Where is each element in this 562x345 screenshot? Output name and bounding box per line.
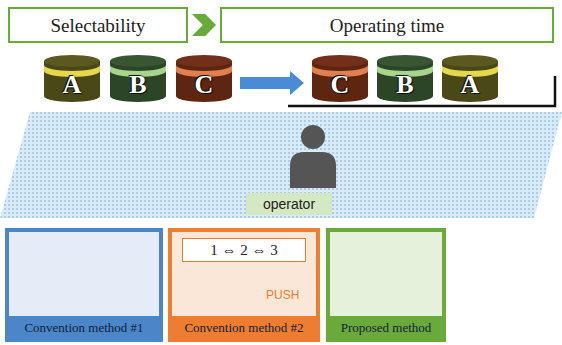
panel-title-band: Convention method #2 — [172, 316, 316, 338]
stage-box: Operating time — [220, 7, 554, 43]
cylinder-body — [377, 61, 433, 102]
cylinder-body — [110, 61, 166, 102]
cylinder-item: C — [310, 54, 370, 104]
push-label: PUSH — [266, 288, 299, 302]
sequence-box: 1 ⇔ 2 ⇔ 3 — [182, 238, 306, 262]
operator-head — [301, 125, 325, 149]
method-panel: Proposed method — [326, 228, 446, 342]
cylinder-body — [44, 61, 100, 102]
cylinder-top — [312, 55, 368, 67]
cylinder-letter: A — [63, 72, 82, 98]
cylinder-body — [442, 61, 498, 102]
cylinder-top — [44, 55, 100, 67]
cylinder-item: A — [440, 54, 500, 104]
cylinder-letter: C — [195, 72, 214, 98]
cylinder-top — [176, 55, 232, 67]
box-label: Operating time — [330, 16, 445, 35]
cylinder-letter: A — [461, 72, 480, 98]
operator-label-box: operator — [246, 193, 332, 215]
method-panel: Convention method #1 — [5, 228, 163, 342]
cylinder-body — [176, 61, 232, 102]
cylinder-top — [442, 55, 498, 67]
cylinder-letter: B — [396, 72, 413, 98]
box-label: Selectability — [51, 16, 146, 35]
cylinder-item: C — [174, 54, 234, 104]
cylinder-letter: C — [331, 72, 350, 98]
cylinder-item: B — [108, 54, 168, 104]
flow-chevron — [192, 14, 216, 36]
panel-title-band: Convention method #1 — [9, 316, 159, 338]
panel-title-band: Proposed method — [330, 316, 442, 338]
operator-body — [290, 152, 336, 188]
sequence-text: 1 ⇔ 2 ⇔ 3 — [210, 243, 278, 258]
cylinder-top — [110, 55, 166, 67]
cylinder-top — [377, 55, 433, 67]
stage-box: Selectability — [8, 7, 188, 43]
move-arrow — [240, 71, 304, 95]
operator-figure — [290, 125, 336, 188]
method-title: Proposed method — [341, 321, 432, 334]
cylinder-letter: B — [129, 72, 146, 98]
method-title: Convention method #1 — [24, 321, 143, 334]
box-label: operator — [263, 197, 315, 211]
method-title: Convention method #2 — [184, 321, 303, 334]
method-panel: Convention method #2 1 ⇔ 2 ⇔ 3 — [168, 228, 320, 342]
cylinder-item: A — [42, 54, 102, 104]
cylinder-body — [312, 61, 368, 102]
floor-plane — [0, 112, 562, 218]
cylinder-item: B — [375, 54, 435, 104]
